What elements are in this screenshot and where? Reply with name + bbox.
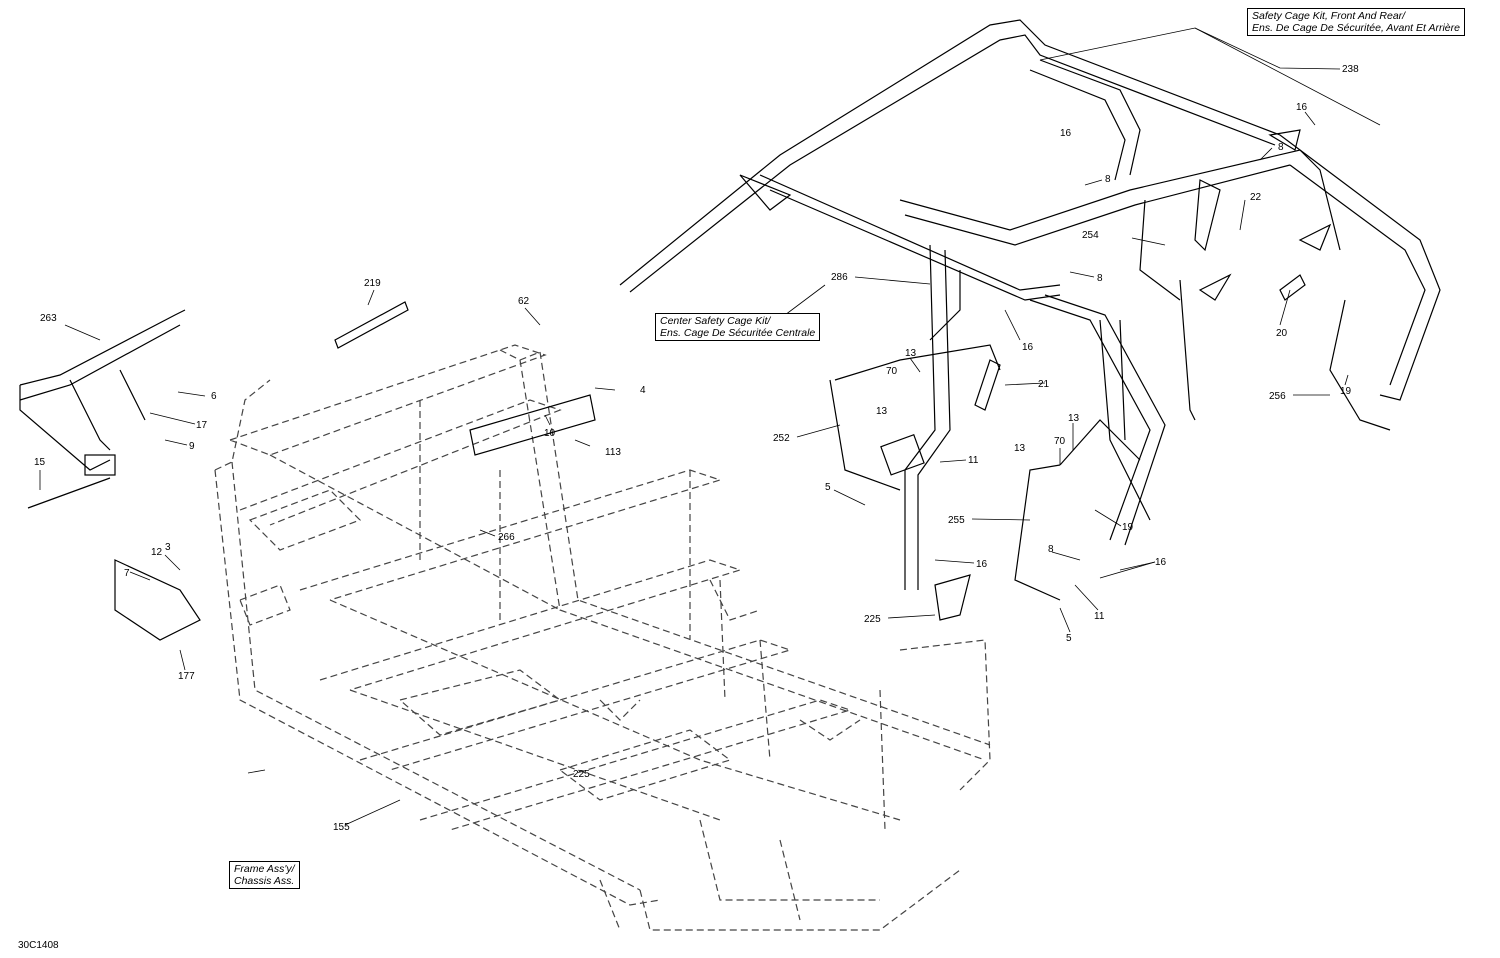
callout-19: 19 xyxy=(1122,522,1134,533)
callout-12: 12 xyxy=(151,547,163,558)
callout-16: 16 xyxy=(1296,102,1308,113)
callout-8: 8 xyxy=(1048,544,1054,555)
kit-label-frame-line2: Chassis Ass. xyxy=(234,875,295,887)
kit-label-cage-line2: Ens. De Cage De Sécuritée, Avant Et Arri… xyxy=(1252,22,1460,34)
callout-113: 113 xyxy=(605,447,621,458)
kit-label-center-line2: Ens. Cage De Sécuritée Centrale xyxy=(660,327,816,339)
callout-15: 15 xyxy=(34,457,46,468)
callout-155: 155 xyxy=(333,822,350,833)
callout-256: 256 xyxy=(1269,391,1286,402)
callout-225: 225 xyxy=(573,769,590,780)
callout-11: 11 xyxy=(1094,611,1105,622)
callout-266: 266 xyxy=(498,532,515,543)
callout-8: 8 xyxy=(1278,142,1284,153)
callout-238: 238 xyxy=(1342,64,1359,75)
callout-22: 22 xyxy=(1250,192,1262,203)
callout-252: 252 xyxy=(773,433,790,444)
callout-254: 254 xyxy=(1082,230,1099,241)
safety-cage xyxy=(334,19,1441,621)
frame-assembly xyxy=(214,344,991,931)
callout-4: 4 xyxy=(640,385,646,396)
callout-13: 13 xyxy=(1068,413,1080,424)
callout-70: 70 xyxy=(886,366,898,377)
callout-8: 8 xyxy=(1097,273,1103,284)
callout-3: 3 xyxy=(165,542,171,553)
callout-13: 13 xyxy=(876,406,888,417)
callout-5: 5 xyxy=(825,482,831,493)
callout-10: 10 xyxy=(544,428,556,439)
callout-70: 70 xyxy=(1054,436,1066,447)
leader-lines xyxy=(39,27,1381,826)
callout-219: 219 xyxy=(364,278,381,289)
callout-7: 7 xyxy=(124,568,130,579)
kit-label-frame-line1: Frame Ass'y/ xyxy=(234,863,295,875)
callout-20: 20 xyxy=(1276,328,1288,339)
callout-16: 16 xyxy=(976,559,988,570)
callout-8: 8 xyxy=(1105,174,1111,185)
callout-16: 16 xyxy=(1155,557,1167,568)
callout-9: 9 xyxy=(189,441,195,452)
kit-label-frame: Frame Ass'y/ Chassis Ass. xyxy=(229,861,300,889)
callout-11: 11 xyxy=(968,455,979,466)
callout-62: 62 xyxy=(518,296,530,307)
drawing-code: 30C1408 xyxy=(18,940,59,951)
callout-225: 225 xyxy=(864,614,881,625)
front-bumper xyxy=(19,309,201,641)
callout-177: 177 xyxy=(178,671,195,682)
callout-16: 16 xyxy=(1022,342,1034,353)
kit-label-center-line1: Center Safety Cage Kit/ xyxy=(660,315,771,327)
callout-263: 263 xyxy=(40,313,57,324)
callout-6: 6 xyxy=(211,391,217,402)
callout-13: 13 xyxy=(1014,443,1026,454)
callout-255: 255 xyxy=(948,515,965,526)
kit-label-center: Center Safety Cage Kit/ Ens. Cage De Séc… xyxy=(655,313,821,341)
callout-286: 286 xyxy=(831,272,848,283)
callout-21: 21 xyxy=(1038,379,1050,390)
kit-label-cage: Safety Cage Kit, Front And Rear/ Ens. De… xyxy=(1247,8,1465,36)
callout-17: 17 xyxy=(196,420,208,431)
callout-19: 19 xyxy=(1340,386,1352,397)
callout-16: 16 xyxy=(1060,128,1072,139)
callouts: 238 16 16 8 8 22 254 286 8 16 20 13 70 1… xyxy=(34,64,1359,833)
callout-13: 13 xyxy=(905,348,917,359)
kit-label-cage-line1: Safety Cage Kit, Front And Rear/ xyxy=(1252,10,1406,22)
callout-5: 5 xyxy=(1066,633,1072,644)
